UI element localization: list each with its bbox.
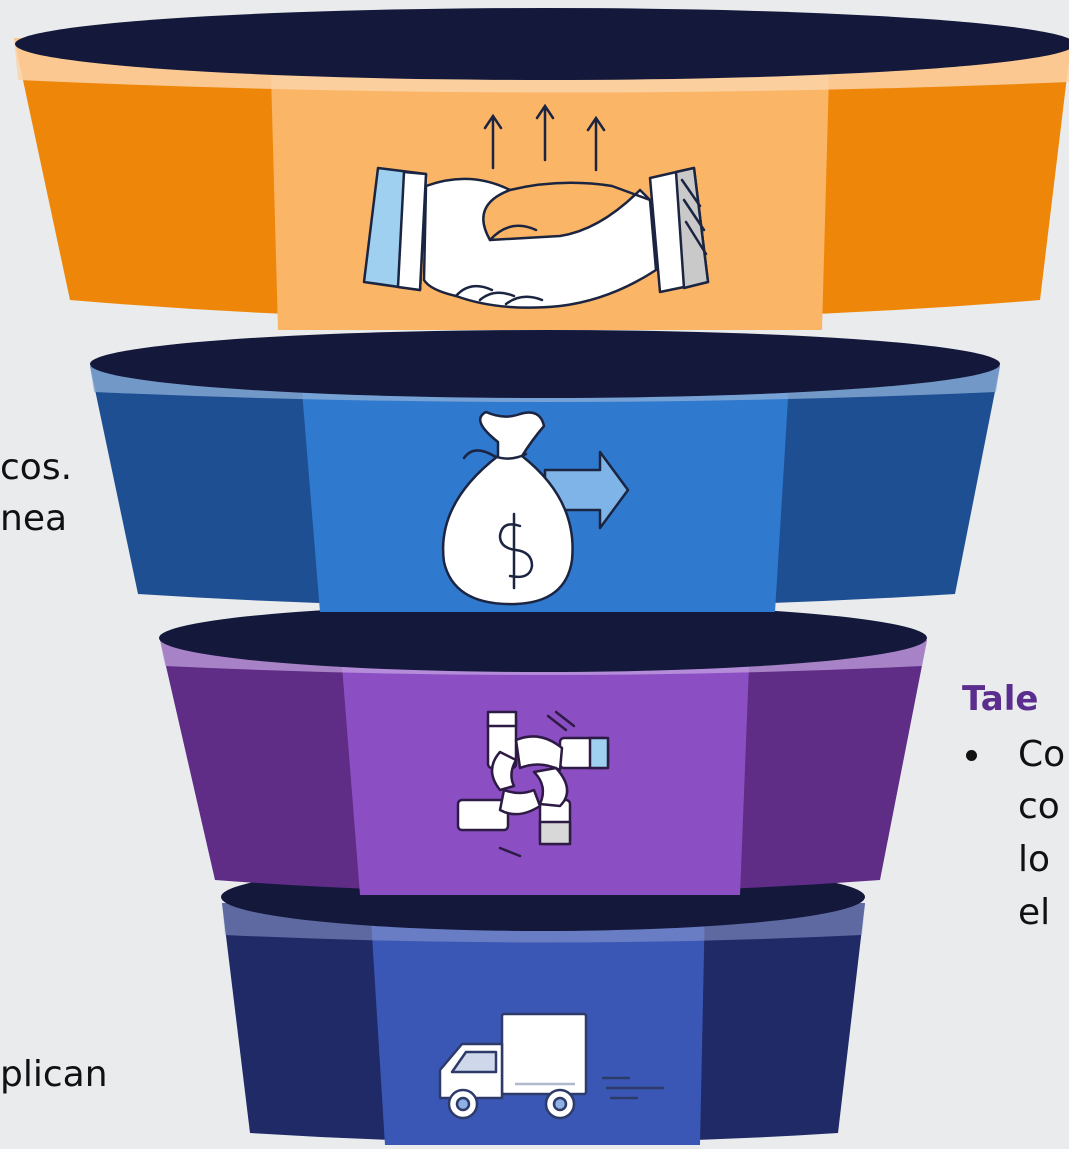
arrows-up-icon — [483, 103, 606, 172]
right-text-line-1: Co — [1018, 734, 1066, 775]
left-text-line-3: plican — [0, 1054, 108, 1095]
left-text-line-1: cos. — [0, 447, 73, 488]
funnel-layer-navy — [221, 863, 865, 1145]
funnel-layer-blue — [90, 330, 1000, 612]
right-text-line-3: lo — [1018, 839, 1051, 880]
funnel-layer-purple — [159, 604, 927, 895]
truck-icon — [438, 1012, 664, 1120]
right-heading: Tale — [962, 679, 1039, 719]
bullet-dot — [966, 750, 977, 761]
funnel-layer-orange — [14, 8, 1069, 330]
right-text-line-4: el — [1018, 892, 1051, 933]
handshake-icon — [362, 166, 710, 309]
teamwork-hands-icon — [456, 710, 610, 858]
right-text-line-2: co — [1018, 786, 1060, 827]
money-bag-icon — [441, 410, 630, 606]
left-text-line-2: nea — [0, 498, 68, 539]
